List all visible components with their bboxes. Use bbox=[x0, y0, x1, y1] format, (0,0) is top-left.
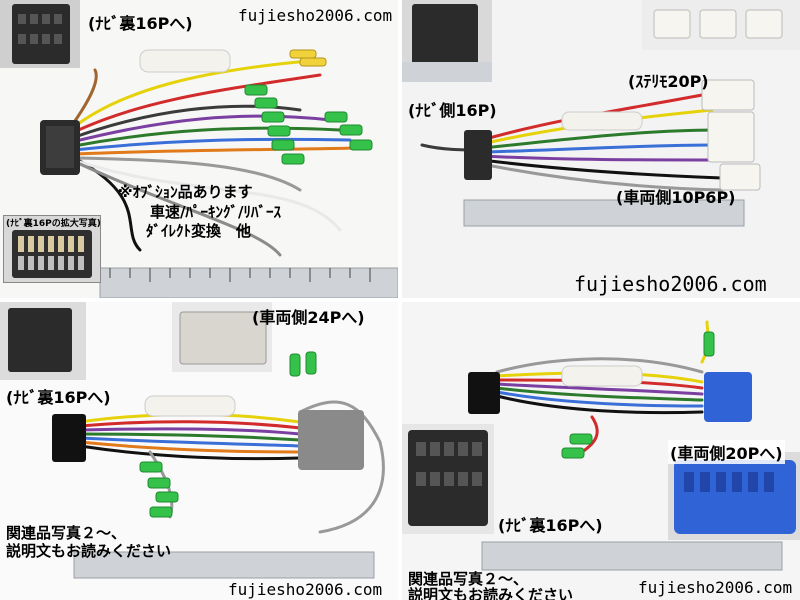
steel-ruler bbox=[463, 199, 745, 227]
vehicle-6p-connector bbox=[719, 163, 761, 191]
label-navi-back-16p: (ﾅﾋﾞ裏16Pへ) bbox=[88, 14, 193, 33]
fuse-holder bbox=[139, 49, 231, 73]
harness-photo-top-right bbox=[402, 0, 800, 227]
related-line-1: 関連品写真２～、 bbox=[408, 570, 529, 588]
harness-photo-bottom-right bbox=[402, 320, 800, 571]
navi-16p-closeup bbox=[412, 4, 478, 66]
related-line-2: 説明文もお読みください bbox=[6, 542, 172, 560]
label-vehicle-24p: (車両側24Pへ) bbox=[252, 308, 365, 327]
harness-photo-top-left bbox=[0, 0, 398, 298]
vehicle-10p-connector bbox=[707, 111, 755, 163]
harness-photo-bottom-left bbox=[0, 302, 385, 579]
steel-ruler bbox=[73, 551, 375, 579]
inset-closeup-photo: (ﾅﾋﾞ裏16Pの拡大写真) bbox=[3, 215, 101, 283]
label-vehicle-20p: (車両側20Pへ) bbox=[668, 440, 785, 464]
label-navi-side-16p: (ﾅﾋﾞ側16P) bbox=[408, 101, 497, 120]
option-line-3: ﾀﾞｲﾚｸﾄ変換 他 bbox=[146, 222, 252, 240]
label-vehicle-side-10p6p: (車両側10P6P) bbox=[616, 188, 736, 207]
navi-16p-connector bbox=[52, 414, 86, 462]
steel-ruler bbox=[99, 267, 398, 298]
related-line-2: 説明文もお読みください bbox=[408, 586, 574, 600]
label-navi-back-16p: (ﾅﾋﾞ裏16Pへ) bbox=[498, 516, 603, 535]
watermark: fujiesho2006.com bbox=[638, 578, 793, 597]
navi-back-connector-closeup bbox=[8, 308, 72, 372]
panel-bottom-right: (車両側20Pへ) (ﾅﾋﾞ裏16Pへ) 関連品写真２～、 説明文もお読みくださ… bbox=[402, 302, 800, 600]
panel-top-right: (ｽﾃﾘﾓ20P) (ﾅﾋﾞ側16P) (車両側10P6P) fujiesho2… bbox=[402, 0, 800, 298]
horizontal-divider bbox=[0, 298, 800, 302]
vehicle-24p-closeup bbox=[179, 311, 267, 365]
label-navi-back-16p: (ﾅﾋﾞ裏16Pへ) bbox=[6, 388, 111, 407]
navi-side-connector bbox=[464, 130, 492, 180]
stereo-20p-connector bbox=[701, 79, 755, 111]
vehicle-24p-connector bbox=[298, 410, 364, 470]
panel-bottom-left: (車両側24Pへ) (ﾅﾋﾞ裏16Pへ) 関連品写真２～、 説明文もお読みくださ… bbox=[0, 302, 398, 600]
vehicle-20p-connector bbox=[704, 372, 752, 422]
option-line-1: ※ｵﾌﾞｼｮﾝ品あります bbox=[118, 183, 253, 201]
watermark: fujiesho2006.com bbox=[238, 6, 393, 25]
related-line-1: 関連品写真２～、 bbox=[6, 524, 127, 542]
option-line-2: 車速/ﾊﾟｰｷﾝｸﾞ/ﾘﾊﾞｰｽ bbox=[150, 203, 281, 221]
watermark: fujiesho2006.com bbox=[574, 272, 767, 296]
vehicle-20p-closeup bbox=[674, 460, 796, 534]
steel-ruler bbox=[481, 541, 783, 571]
watermark: fujiesho2006.com bbox=[228, 580, 383, 599]
panel-top-left: (ﾅﾋﾞ裏16Pの拡大写真) (ﾅﾋﾞ裏16Pへ) fujiesho2006.c… bbox=[0, 0, 398, 298]
navi-16p-connector bbox=[468, 372, 500, 414]
inset-caption: (ﾅﾋﾞ裏16Pの拡大写真) bbox=[6, 219, 101, 229]
label-stereo-20p: (ｽﾃﾘﾓ20P) bbox=[628, 72, 709, 91]
